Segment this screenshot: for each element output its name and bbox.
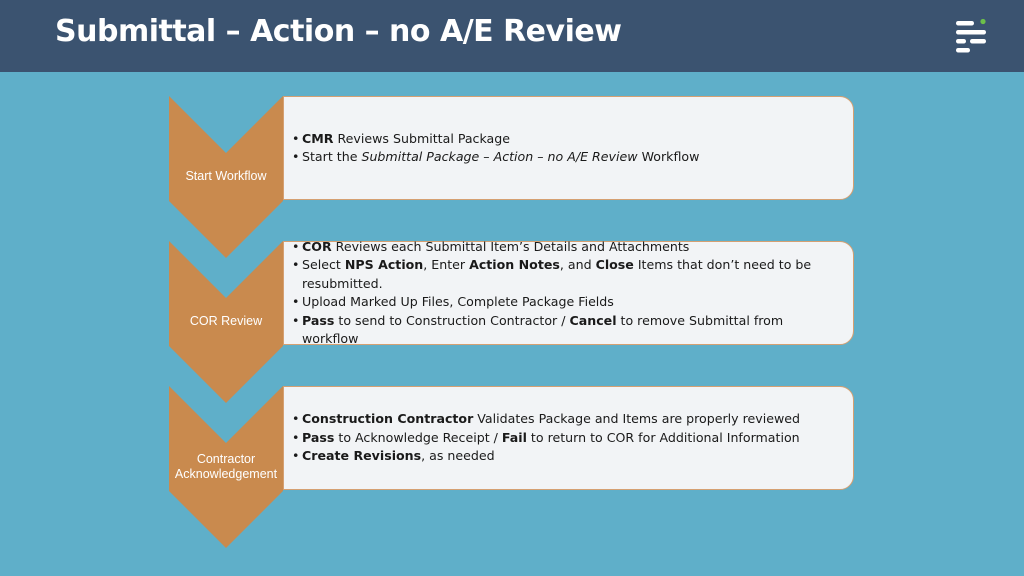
step-contractor-acknowledgement-bullets: Construction Contractor Validates Packag… (284, 410, 814, 466)
bullet-text: , as needed (421, 448, 495, 464)
bullet-item: COR Reviews each Submittal Item’s Detail… (290, 238, 839, 257)
bold-text: COR (302, 238, 332, 254)
bullet-item: Start the Submittal Package – Action – n… (290, 148, 699, 167)
bullet-text: , and (559, 257, 596, 272)
bullet-text: , Enter (423, 257, 470, 272)
bold-text: CMR (302, 130, 334, 146)
bullet-text: Validates Package and Items are properly… (473, 411, 800, 427)
page-title: Submittal – Action – no A/E Review (55, 14, 622, 49)
bold-text: Cancel (569, 312, 617, 328)
bold-text: Close (595, 257, 634, 272)
bullet-text: Start the (302, 149, 362, 164)
bold-text: Action Notes (469, 257, 560, 272)
bullet-text: to return to COR for Additional Informat… (526, 429, 800, 445)
step-start-workflow-label: Start Workflow (185, 169, 267, 183)
step-contractor-acknowledgement-label: Contractor Acknowledgement (174, 452, 278, 481)
step-start-workflow-bullets: CMR Reviews Submittal PackageStart the S… (284, 130, 713, 167)
bold-text: Pass (302, 429, 335, 445)
step-contractor-acknowledgement-card: Construction Contractor Validates Packag… (283, 386, 854, 490)
bold-text: Construction Contractor (302, 411, 474, 427)
step-cor-review-card: COR Reviews each Submittal Item’s Detail… (283, 238, 854, 346)
step-start-workflow-card: CMR Reviews Submittal PackageStart the S… (283, 96, 854, 200)
bold-text: Pass (302, 312, 335, 328)
bullet-text: to send to Construction Contractor / (334, 312, 570, 328)
bullet-text: Upload Marked Up Files, Complete Package… (302, 294, 614, 309)
step-cor-review-label: COR Review (189, 314, 263, 328)
step-cor-review-chevron (169, 241, 283, 403)
step-contractor-acknowledgement-chevron (169, 386, 283, 548)
bullet-text: Reviews Submittal Package (333, 130, 511, 146)
bullet-text: to remove Submittal from workflow (302, 312, 784, 347)
header-bar: Submittal – Action – no A/E Review (0, 0, 1024, 72)
bold-text: Create Revisions (302, 448, 422, 464)
step-cor-review-bullets: COR Reviews each Submittal Item’s Detail… (284, 238, 853, 349)
italic-text: Submittal Package – Action – no A/E Revi… (361, 149, 638, 164)
bullet-item: Construction Contractor Validates Packag… (290, 410, 800, 429)
bullet-item: Upload Marked Up Files, Complete Package… (290, 293, 839, 312)
bold-text: NPS Action (344, 257, 424, 272)
bullet-text: Reviews each Submittal Item’s Details an… (331, 238, 690, 254)
bullet-text: Items that don’t need to be resubmitted. (302, 257, 812, 291)
bullet-item: Create Revisions, as needed (290, 447, 800, 466)
step-start-workflow-chevron (169, 96, 283, 258)
bullet-item: Pass to Acknowledge Receipt / Fail to re… (290, 429, 800, 448)
bold-text: Fail (501, 429, 527, 445)
bullet-item: Pass to send to Construction Contractor … (290, 312, 839, 349)
bullet-text: Workflow (637, 149, 700, 164)
brand-logo-icon (956, 18, 986, 53)
bullet-item: CMR Reviews Submittal Package (290, 130, 699, 149)
bullet-text: Select (302, 257, 345, 272)
bullet-item: Select NPS Action, Enter Action Notes, a… (290, 256, 839, 293)
bullet-text: to Acknowledge Receipt / (334, 429, 502, 445)
